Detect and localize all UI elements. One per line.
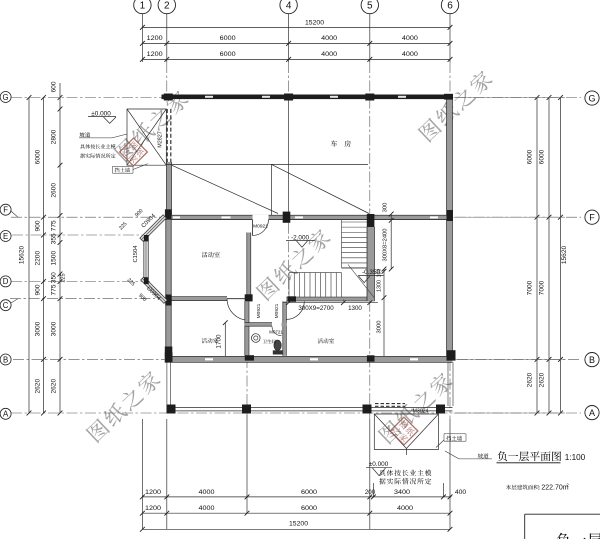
svg-text:1:100: 1:100 <box>565 453 586 462</box>
svg-text:4: 4 <box>286 1 292 12</box>
svg-text:15200: 15200 <box>305 20 324 27</box>
svg-text:1200: 1200 <box>147 51 163 58</box>
svg-text:4000: 4000 <box>321 51 337 58</box>
svg-text:2600: 2600 <box>51 183 58 198</box>
svg-text:6000: 6000 <box>301 489 317 496</box>
svg-text:2: 2 <box>566 482 569 487</box>
svg-text:6000: 6000 <box>301 505 317 512</box>
svg-text:15200: 15200 <box>289 520 308 527</box>
svg-text:7000: 7000 <box>539 280 546 295</box>
svg-text:225: 225 <box>126 277 136 287</box>
svg-text:2620: 2620 <box>527 372 534 387</box>
svg-text:1300: 1300 <box>376 280 382 292</box>
svg-text:B: B <box>3 355 8 364</box>
svg-text:7000: 7000 <box>527 280 534 295</box>
svg-text:300: 300 <box>382 203 388 213</box>
svg-text:6000: 6000 <box>220 51 236 58</box>
svg-text:1700: 1700 <box>216 334 223 349</box>
svg-text:B: B <box>589 355 595 365</box>
svg-text:G: G <box>3 93 9 102</box>
svg-text:C1504: C1504 <box>133 245 139 263</box>
svg-text:M2827: M2827 <box>157 131 163 147</box>
svg-text:4000: 4000 <box>402 51 418 58</box>
svg-text:6000: 6000 <box>220 35 236 42</box>
svg-text:300X9=2700: 300X9=2700 <box>298 305 334 312</box>
svg-text:3000: 3000 <box>51 321 58 336</box>
svg-text:6000: 6000 <box>527 149 534 164</box>
svg-text:900: 900 <box>35 220 42 231</box>
svg-text:M3024: M3024 <box>413 408 429 414</box>
svg-text:125: 125 <box>61 273 67 282</box>
svg-text:F: F <box>589 213 595 223</box>
svg-text:222.70m: 222.70m <box>541 484 568 491</box>
svg-text:2620: 2620 <box>539 372 546 387</box>
svg-text:M0921: M0921 <box>256 303 262 318</box>
svg-text:3400: 3400 <box>394 489 410 496</box>
svg-text:775: 775 <box>51 284 58 295</box>
svg-text:200: 200 <box>365 489 376 496</box>
svg-text:1: 1 <box>140 1 146 12</box>
svg-text:4000: 4000 <box>402 35 418 42</box>
svg-text:4000: 4000 <box>199 505 215 512</box>
svg-text:A: A <box>3 410 9 419</box>
svg-text:E: E <box>3 232 8 241</box>
svg-text:900: 900 <box>137 293 147 303</box>
svg-text:1300: 1300 <box>348 305 362 312</box>
svg-text:2800: 2800 <box>51 129 58 144</box>
svg-text:2200: 2200 <box>35 251 42 266</box>
svg-text:3000: 3000 <box>376 321 382 334</box>
svg-text:±0.000: ±0.000 <box>91 110 111 117</box>
svg-text:15620: 15620 <box>561 246 568 265</box>
svg-text:355: 355 <box>51 233 58 244</box>
svg-text:±0.000: ±0.000 <box>369 461 389 468</box>
svg-text:225: 225 <box>118 221 128 231</box>
svg-text:2: 2 <box>164 1 170 12</box>
svg-text:900: 900 <box>134 208 144 218</box>
svg-text:1500: 1500 <box>51 251 58 266</box>
svg-text:3000: 3000 <box>35 321 42 336</box>
svg-text:775: 775 <box>51 220 58 231</box>
svg-text:M0921: M0921 <box>253 224 268 230</box>
svg-text:6: 6 <box>447 1 453 12</box>
svg-text:2620: 2620 <box>51 379 58 394</box>
svg-text:6000: 6000 <box>539 149 546 164</box>
svg-text:F: F <box>3 206 8 215</box>
svg-text:15620: 15620 <box>19 246 26 265</box>
svg-text:D: D <box>3 277 9 286</box>
svg-text:5: 5 <box>367 1 373 12</box>
svg-text:400: 400 <box>455 489 467 496</box>
svg-text:1200: 1200 <box>145 489 161 496</box>
svg-text:A: A <box>589 408 595 418</box>
svg-text:300X8=2400: 300X8=2400 <box>382 228 388 261</box>
svg-text:1200: 1200 <box>147 35 163 42</box>
svg-text:4000: 4000 <box>321 35 337 42</box>
svg-text:600: 600 <box>51 81 58 92</box>
svg-text:900: 900 <box>35 284 42 295</box>
svg-text:6000: 6000 <box>35 149 42 164</box>
svg-text:-0.350: -0.350 <box>362 269 381 276</box>
svg-text:M0921: M0921 <box>274 303 280 318</box>
svg-text:350: 350 <box>51 272 58 283</box>
svg-text:C: C <box>3 301 9 310</box>
svg-text:2620: 2620 <box>35 379 42 394</box>
svg-text:1200: 1200 <box>145 505 161 512</box>
svg-text:G: G <box>588 93 595 103</box>
svg-text:4000: 4000 <box>397 505 413 512</box>
svg-text:4000: 4000 <box>199 489 215 496</box>
svg-text:-2.000: -2.000 <box>291 234 310 241</box>
svg-text:M0721: M0721 <box>269 330 283 335</box>
svg-text:100: 100 <box>376 269 382 278</box>
